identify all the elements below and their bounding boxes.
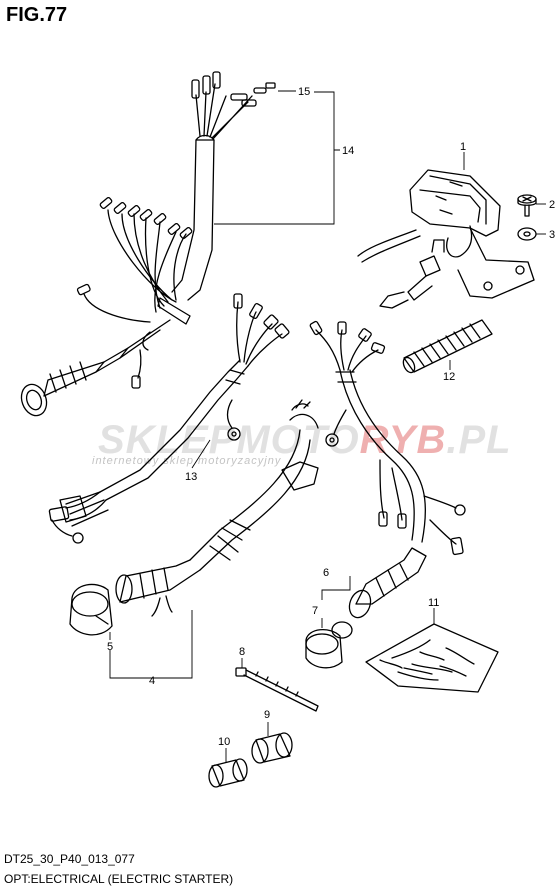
watermark: SKLEPMOTORYB.PL [98, 418, 512, 463]
leader-6 [321, 576, 351, 600]
callout-6: 6 [323, 567, 329, 579]
callout-2: 2 [549, 199, 555, 211]
callout-5: 5 [107, 641, 113, 653]
watermark-brand-a: SKLEPMOTO [98, 418, 360, 462]
harness-part-13 [48, 293, 290, 544]
callout-12: 12 [443, 371, 455, 383]
diagram-description: OPT:ELECTRICAL (ELECTRIC STARTER) [4, 872, 234, 886]
callout-1: 1 [460, 141, 466, 153]
callout-13: 13 [185, 471, 197, 483]
callout-10: 10 [218, 736, 230, 748]
figure-title: FIG.77 [6, 4, 68, 26]
leader-13 [191, 439, 211, 469]
right-harness [305, 320, 466, 669]
washer-part-3 [517, 227, 537, 241]
bag-part-11 [365, 623, 499, 693]
cap-part-5 [69, 583, 113, 636]
cap-part-7 [305, 629, 343, 669]
main-harness-part-14 [20, 71, 276, 417]
callout-8: 8 [239, 646, 245, 658]
watermark-subtitle: internetowy sklep motoryzacyjny [92, 455, 282, 467]
grommet-part-10 [208, 758, 248, 788]
screw-part-2 [517, 194, 537, 217]
callout-15: 15 [298, 86, 310, 98]
grommet-part-9 [251, 732, 293, 764]
callout-7: 7 [312, 605, 318, 617]
callout-9: 9 [264, 709, 270, 721]
cable-tie-part-8 [235, 667, 319, 712]
tube-part-12 [402, 319, 493, 374]
bracket-part-1 [357, 169, 535, 309]
callout-14: 14 [342, 145, 354, 157]
callout-4: 4 [149, 675, 155, 687]
leader-14 [214, 91, 340, 225]
harness-part-4 [69, 399, 319, 636]
diagram-code: DT25_30_P40_013_077 [4, 852, 135, 866]
callout-11: 11 [428, 597, 439, 609]
callout-3: 3 [549, 229, 555, 241]
watermark-brand-c: .PL [446, 418, 512, 462]
leader-4 [109, 610, 193, 679]
